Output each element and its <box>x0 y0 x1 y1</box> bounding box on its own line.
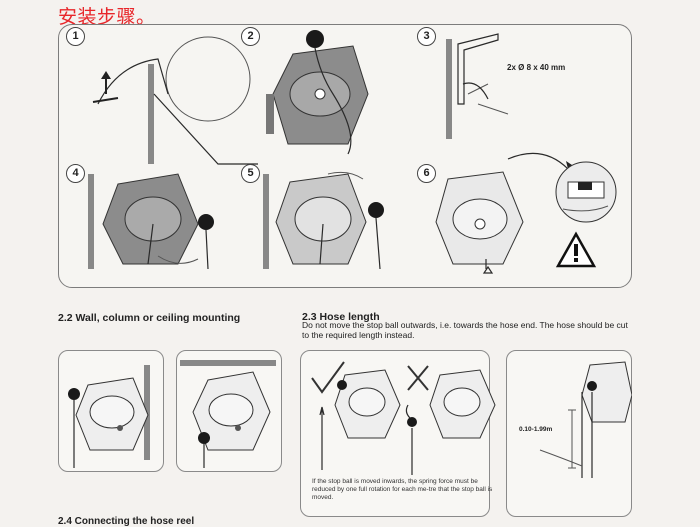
installation-illustrations <box>88 30 617 274</box>
screw-dimension-note: 2x Ø 8 x 40 mm <box>507 63 566 72</box>
step-5-illustration <box>263 171 384 270</box>
step-number-2: 2 <box>241 27 260 46</box>
step-2-illustration <box>266 30 369 155</box>
hose-cut-illustration <box>539 361 632 478</box>
step-number-5: 5 <box>241 164 260 183</box>
step-number-4: 4 <box>66 164 85 183</box>
page-title: 安装步骤。 <box>58 7 156 28</box>
step-1-illustration <box>92 36 258 165</box>
wall-mount-illustration-1 <box>68 365 150 468</box>
check-mark-icon <box>311 361 345 394</box>
step-6-illustration <box>435 152 617 274</box>
hose-length-illustrations <box>311 361 632 478</box>
step-number-1: 1 <box>66 27 85 46</box>
stop-ball-outward-illustration <box>405 369 496 475</box>
wall-mount-illustration-2 <box>180 360 276 468</box>
stop-ball-inward-illustration <box>319 369 401 470</box>
hose-length-instruction: Do not move the stop ball outwards, i.e.… <box>302 320 628 340</box>
step-4-illustration <box>88 173 214 270</box>
section-heading-wall-mounting: 2.2 Wall, column or ceiling mounting <box>58 312 241 324</box>
section-heading-hose-length: 2.3 Hose length <box>302 311 380 323</box>
step-number-6: 6 <box>417 164 436 183</box>
stop-ball-caption: If the stop ball is moved inwards, the s… <box>312 478 493 501</box>
cut-length-measurement: 0.10-1.99m <box>519 426 553 433</box>
cross-mark-icon <box>407 365 429 391</box>
section-heading-connecting: 2.4 Connecting the hose reel <box>58 516 195 527</box>
step-number-3: 3 <box>417 27 436 46</box>
wall-mount-illustrations <box>68 360 276 468</box>
step-3-illustration <box>446 33 509 139</box>
